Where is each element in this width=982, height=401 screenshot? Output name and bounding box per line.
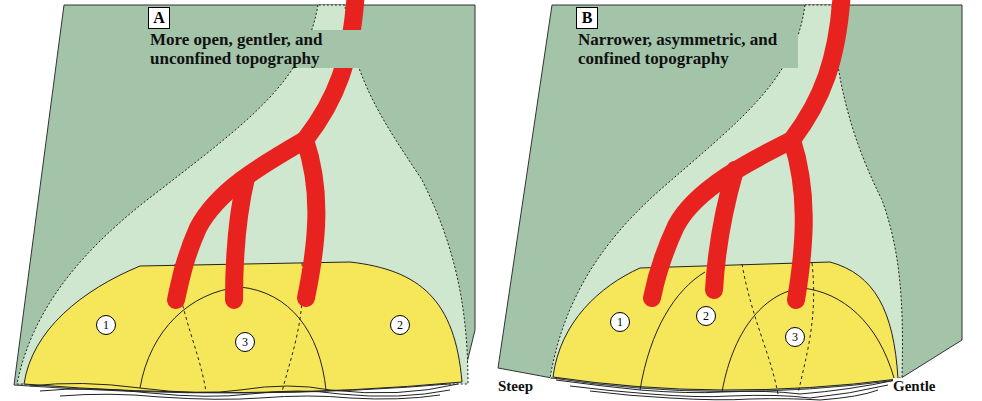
callout-number: 3 <box>785 327 805 347</box>
panel-heading: Narrower, asymmetric, and confined topog… <box>576 30 798 68</box>
slope-ground <box>14 5 475 393</box>
callout-number: 1 <box>610 312 630 332</box>
bedding-lines <box>30 383 458 399</box>
callout-number: 3 <box>235 332 255 352</box>
callout-number: 2 <box>390 315 410 335</box>
slope-label: Steep <box>498 378 533 395</box>
node-text: 2 <box>397 318 403 333</box>
slope-label: Gentle <box>893 378 936 395</box>
panel-letter: A <box>148 7 170 29</box>
node-text: B <box>582 9 593 27</box>
panel-heading: More open, gentler, and unconfined topog… <box>148 30 384 68</box>
node-text: 3 <box>792 330 798 345</box>
slope-ground <box>498 5 962 392</box>
node-text: A <box>153 9 165 27</box>
fan-lobes <box>553 262 898 390</box>
lobe-outline <box>722 288 894 392</box>
node-text: 1 <box>617 315 623 330</box>
node-text: 2 <box>703 309 709 324</box>
panel-b-illustration <box>498 0 962 400</box>
bedding-lines <box>556 380 896 400</box>
panel-a-illustration <box>14 0 475 399</box>
callout-number: 1 <box>96 315 116 335</box>
node-text: 3 <box>242 335 248 350</box>
panel-letter: B <box>576 7 598 29</box>
node-text: 1 <box>103 318 109 333</box>
callout-number: 2 <box>696 306 716 326</box>
